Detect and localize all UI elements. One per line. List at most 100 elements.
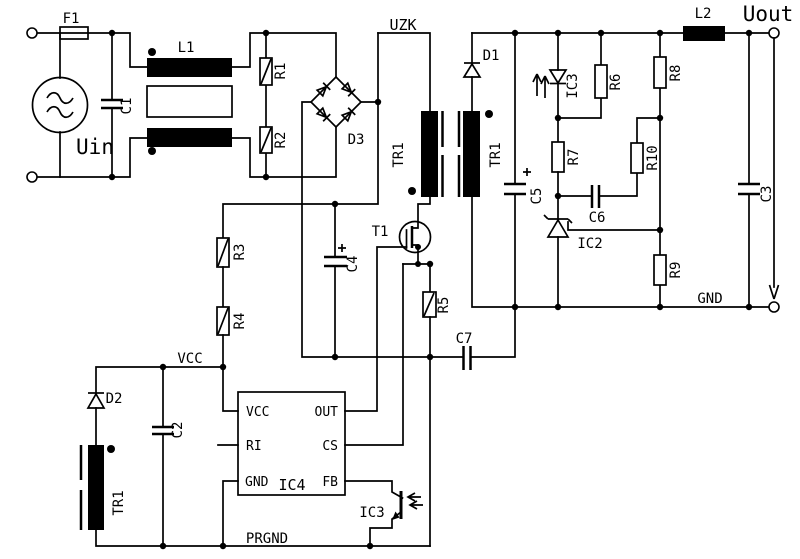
label-f1: F1 <box>63 11 80 27</box>
label-t1: T1 <box>372 224 389 240</box>
junction-dot <box>262 29 270 37</box>
label-r9: R9 <box>668 262 684 279</box>
ic4-out-to-gate-wire <box>344 246 408 412</box>
capacitor-c3-symbol <box>738 182 760 196</box>
capacitor-c5-symbol <box>504 182 526 196</box>
r6-leads <box>557 32 602 119</box>
label-ic2: IC2 <box>577 236 602 252</box>
label-ic4: IC4 <box>278 476 305 494</box>
ac-line-top-wire <box>36 32 148 68</box>
r3-slash <box>217 238 229 267</box>
dc-link-section <box>216 32 431 368</box>
switch-section <box>398 196 516 547</box>
resistor-r9-symbol <box>653 254 667 286</box>
bridge-diode-icon <box>340 107 356 123</box>
resistor-r7-symbol <box>551 141 565 173</box>
label-uzk: UZK <box>389 16 416 34</box>
light-arrow-icon <box>406 492 421 502</box>
tr1-primary-winding <box>421 111 438 197</box>
label-r3: R3 <box>232 244 248 261</box>
input-terminal-bottom <box>26 171 38 183</box>
label-l1: L1 <box>178 40 195 56</box>
label-tr1-primary: TR1 <box>391 142 407 167</box>
output-terminal-uout <box>768 27 780 39</box>
label-r7: R7 <box>566 149 582 166</box>
label-uin: Uin <box>76 135 114 159</box>
ac-sine-icon <box>46 105 74 119</box>
capacitor-c7-symbol <box>462 346 472 370</box>
output-terminal-gnd <box>768 301 780 313</box>
ic4-pin-gnd: GND <box>245 475 269 490</box>
diode-d2-symbol <box>86 392 106 409</box>
label-r10: R10 <box>645 145 661 170</box>
label-tr1-secondary: TR1 <box>488 142 504 167</box>
ic4-vcc-lead <box>222 366 239 412</box>
junction-dot <box>554 192 562 200</box>
l1-core <box>146 85 233 118</box>
fuse-f1-symbol <box>59 26 89 40</box>
labels: F1 L1 Uin C1 R1 R2 D3 UZK TR1 TR1 D1 R3 … <box>63 2 794 547</box>
junction-dot <box>331 353 339 361</box>
label-vcc-rail: VCC <box>177 351 202 367</box>
diode-d1-symbol <box>462 62 482 78</box>
aux-supply-section <box>79 363 431 550</box>
ic4-pin-ri: RI <box>246 439 262 454</box>
resistor-r8-symbol <box>653 56 667 89</box>
ac-sine-icon <box>46 91 74 105</box>
mosfet-t1-circle <box>398 220 432 254</box>
label-tr1-aux: TR1 <box>111 490 127 515</box>
label-gnd: GND <box>697 291 722 307</box>
capacitor-c6-symbol <box>590 185 601 208</box>
label-ic3-transistor: IC3 <box>359 505 384 521</box>
junction-dot <box>511 29 519 37</box>
label-c2: C2 <box>170 422 186 439</box>
junction-dot <box>745 303 753 311</box>
opto-led-symbol <box>548 69 568 85</box>
ic4-pin-out: OUT <box>315 405 339 420</box>
label-r4: R4 <box>232 313 248 330</box>
junction-dot <box>656 226 664 234</box>
r1-slash <box>260 58 272 85</box>
ic4-cs-wire <box>344 263 404 446</box>
label-l2: L2 <box>695 6 712 22</box>
label-c1: C1 <box>119 98 135 115</box>
bridge-diode-icon <box>340 81 356 97</box>
uzk-wire <box>222 32 379 239</box>
junction-dot <box>219 363 227 371</box>
junction-dot <box>415 244 421 250</box>
l1-to-bridge-bottom-wire <box>231 126 337 178</box>
uzk-to-primary-wire <box>377 32 431 112</box>
junction-dot <box>656 114 664 122</box>
junction-dot <box>108 173 116 181</box>
r2-slash <box>260 127 272 153</box>
l1-winding-bottom <box>147 128 232 147</box>
resistor-r10-symbol <box>630 142 644 174</box>
junction-dot <box>656 29 664 37</box>
junction-dot <box>219 542 227 550</box>
label-c7: C7 <box>456 331 473 347</box>
c5-plus-icon <box>523 168 531 176</box>
c7-to-gnd-wire <box>470 306 516 358</box>
capacitor-c1-symbol <box>101 98 123 110</box>
l1-to-bridge-top-wire <box>231 32 337 78</box>
shunt-regulator-ic2-symbol <box>546 218 570 238</box>
input-section <box>26 26 148 183</box>
r5-slash <box>423 292 435 317</box>
capacitor-c2-symbol <box>152 425 174 436</box>
label-r1: R1 <box>273 63 289 80</box>
bridge-diode-icon <box>315 82 331 98</box>
junction-dot <box>159 542 167 550</box>
source-node-wire <box>402 263 431 293</box>
label-d1: D1 <box>483 48 500 64</box>
vcc-rail-wire <box>95 366 224 446</box>
tr1-secondary-winding <box>463 111 480 197</box>
input-terminal-top <box>26 27 38 39</box>
winding-polarity-dot <box>148 147 156 155</box>
bridge-rectifier-d3 <box>301 75 464 358</box>
t1-drain-lead <box>411 196 431 229</box>
junction-dot <box>745 29 753 37</box>
junction-dot <box>511 303 519 311</box>
transformer-tr1 <box>408 110 493 197</box>
ac-source-circle <box>31 76 89 134</box>
